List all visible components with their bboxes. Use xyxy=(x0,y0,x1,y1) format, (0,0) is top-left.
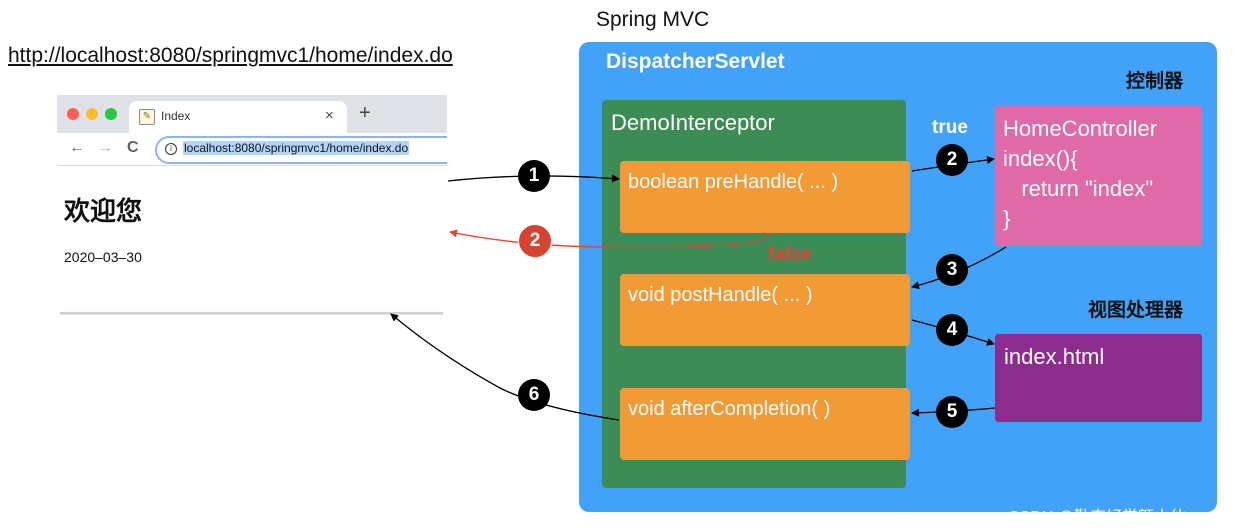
step-badge-5: 5 xyxy=(936,396,968,428)
tab-title: Index xyxy=(161,109,191,123)
controller-label: 控制器 xyxy=(1126,71,1184,92)
step-badge-2: 2 xyxy=(936,144,968,176)
true-label: true xyxy=(932,117,968,138)
spring-mvc-title: Spring MVC xyxy=(596,8,710,31)
demo-interceptor-label: DemoInterceptor xyxy=(611,110,775,135)
maximize-window-dot[interactable] xyxy=(105,108,117,120)
browser-nav-bar: ← → C i localhost:8080/springmvc1/home/i… xyxy=(57,133,447,166)
aftercompletion-box: void afterCompletion( ) xyxy=(620,388,910,460)
step-badge-2-false: 2 xyxy=(518,224,552,258)
step-badge-4: 4 xyxy=(936,314,968,346)
browser-tab-bar: ✎ Index × + xyxy=(57,95,447,133)
controller-code-line: return "index" xyxy=(1003,176,1154,201)
controller-code-line: HomeController xyxy=(1003,116,1158,141)
close-window-dot[interactable] xyxy=(67,108,79,120)
forward-icon[interactable]: → xyxy=(97,139,113,156)
controller-code-line: } xyxy=(1003,206,1011,231)
favicon-icon: ✎ xyxy=(139,109,155,125)
request-url-title: http://localhost:8080/springmvc1/home/in… xyxy=(8,44,453,67)
step-badge-3: 3 xyxy=(936,254,968,286)
new-tab-icon[interactable]: + xyxy=(359,102,371,124)
address-bar[interactable]: i localhost:8080/springmvc1/home/index.d… xyxy=(155,136,447,164)
page-heading: 欢迎您 xyxy=(64,196,143,226)
reload-icon[interactable]: C xyxy=(127,139,139,156)
browser-window: ✎ Index × + ← → C i localhost:8080/sprin… xyxy=(57,95,447,315)
false-label: false xyxy=(768,244,812,265)
view-resolver-label: 视图处理器 xyxy=(1088,300,1184,321)
info-icon[interactable]: i xyxy=(165,143,177,155)
close-tab-icon[interactable]: × xyxy=(325,107,334,124)
minimize-window-dot[interactable] xyxy=(86,108,98,120)
address-input[interactable]: localhost:8080/springmvc1/home/index.do xyxy=(183,141,410,155)
step-badge-6: 6 xyxy=(518,379,550,411)
browser-tab[interactable]: ✎ Index × xyxy=(129,101,347,133)
home-controller-box: HomeController index(){ return "index" } xyxy=(995,106,1202,246)
controller-code-line: index(){ xyxy=(1003,146,1078,171)
prehandle-label: boolean preHandle( ... ) xyxy=(628,171,839,193)
posthandle-box: void postHandle( ... ) xyxy=(620,274,910,346)
arrow-aftercompletion-to-browser xyxy=(390,313,620,421)
page-bottom-edge xyxy=(60,312,443,314)
back-icon[interactable]: ← xyxy=(69,139,85,156)
aftercompletion-label: void afterCompletion( ) xyxy=(628,398,831,420)
arrow-false-return xyxy=(449,229,771,249)
prehandle-box: boolean preHandle( ... ) xyxy=(620,161,910,233)
csdn-watermark: CSDN @勤奋好学额小伙 xyxy=(1008,509,1187,526)
page-date: 2020–03–30 xyxy=(64,249,142,265)
step-badge-1: 1 xyxy=(518,160,550,192)
view-file-box: index.html xyxy=(995,334,1202,422)
posthandle-label: void postHandle( ... ) xyxy=(628,284,813,306)
view-file-label: index.html xyxy=(1004,344,1105,369)
dispatcher-servlet-label: DispatcherServlet xyxy=(606,50,785,73)
